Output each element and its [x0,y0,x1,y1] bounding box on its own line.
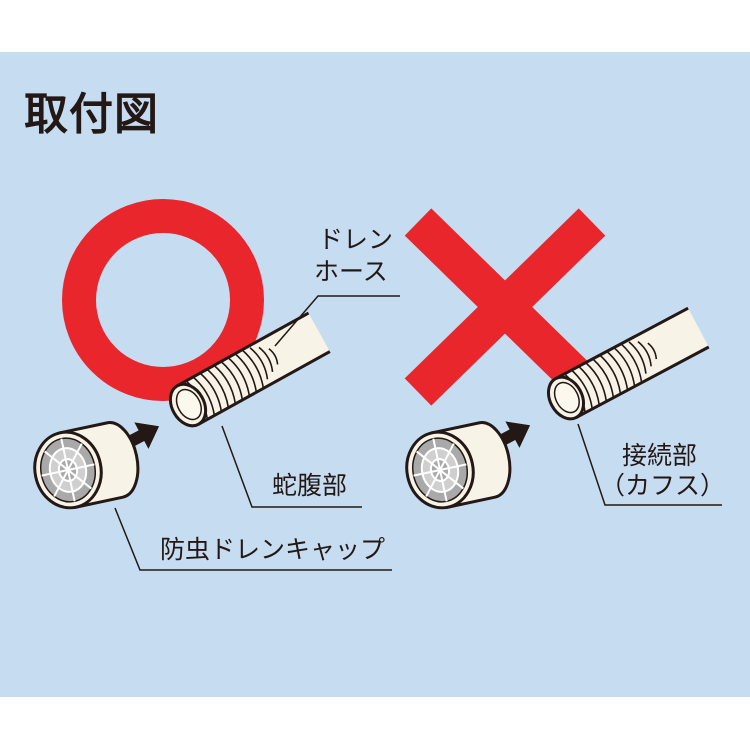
correct-circle-mark [62,199,264,401]
label-connection-line2: （カフス） [600,471,726,500]
incorrect-cross-mark [404,208,606,406]
label-connection-line1: 接続部 [622,441,698,470]
label-bellows: 蛇腹部 [272,471,348,500]
label-insect-cap: 防虫ドレンキャップ [160,535,386,564]
insect-cap-left [26,416,146,516]
label-drain-hose-line1: ドレン [318,225,394,254]
page-title: 取付図 [24,89,159,140]
label-drain-hose-line2: ホース [314,257,388,286]
insect-cap-right [398,416,518,516]
leader-line-right [577,423,722,506]
leader-lines-left [114,295,400,571]
